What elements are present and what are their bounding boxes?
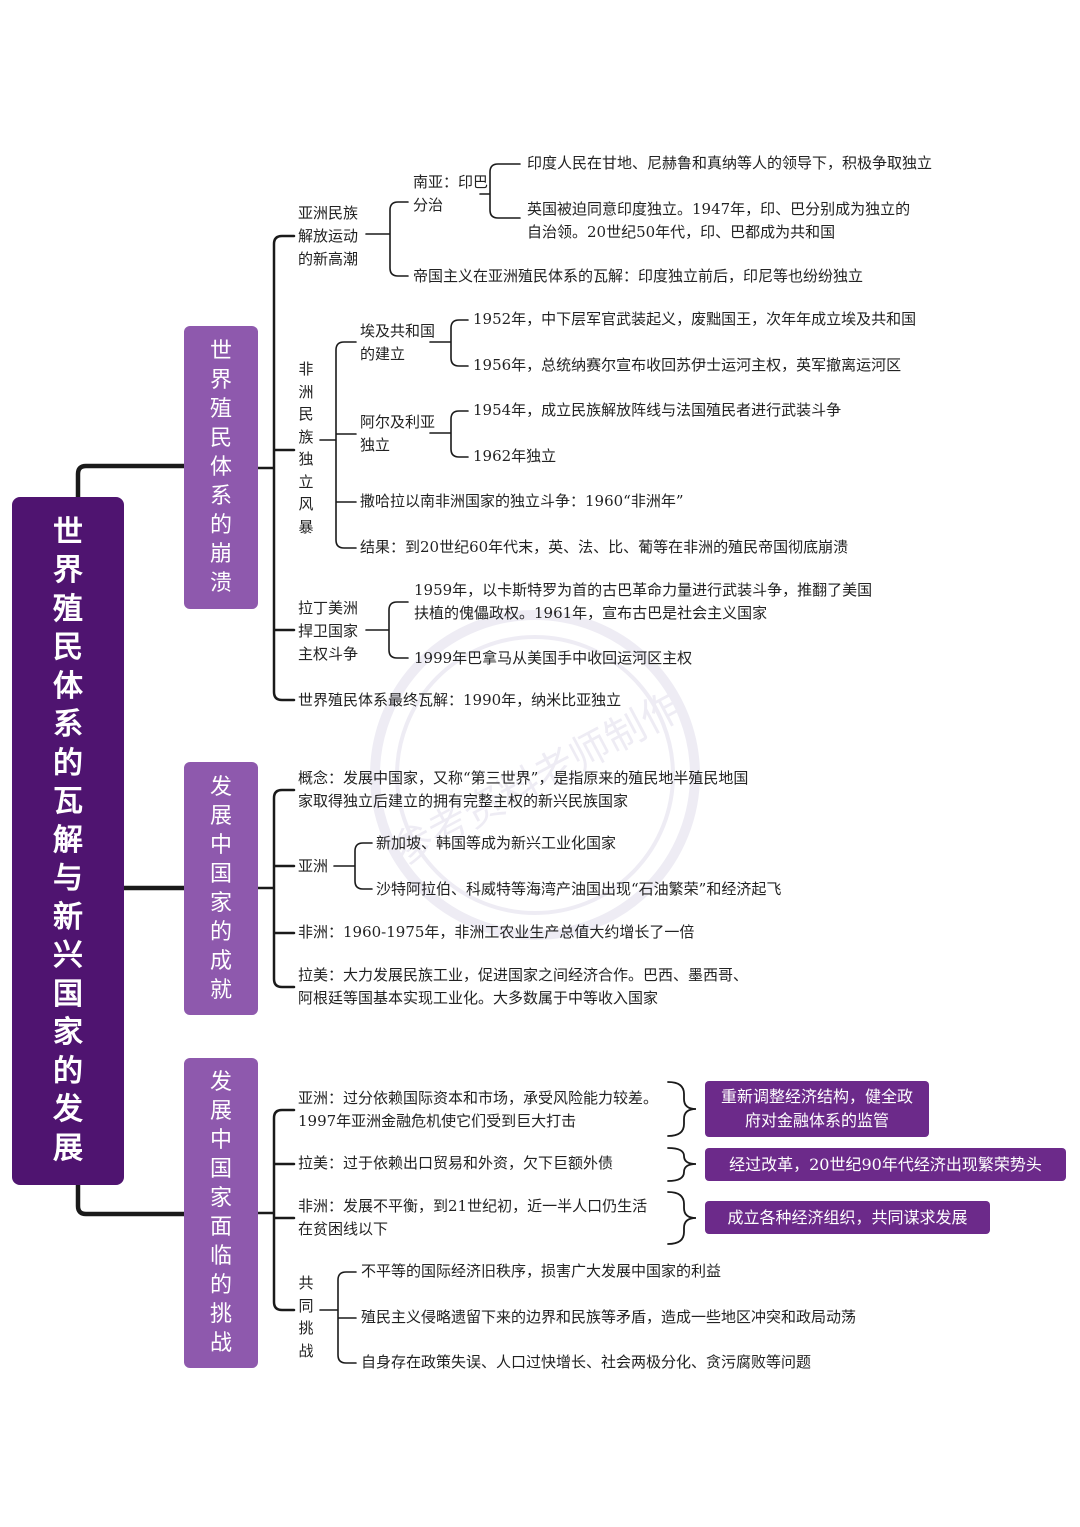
section-achievements-box: 发展中国家的成就	[184, 762, 258, 1015]
south-asia-item-2: 英国被迫同意印度独立。1947年，印、巴分别成为独立的自治领。20世纪50年代，…	[527, 200, 911, 241]
egypt-connector	[429, 319, 469, 367]
section3-connector	[256, 1108, 296, 1312]
asia-liberation-connector	[365, 201, 409, 277]
latin-item-2: 1999年巴拿马从美国手中收回运河区主权	[414, 649, 693, 667]
egypt-label: 埃及共和国的建立	[360, 322, 436, 363]
sahara-text: 撒哈拉以南非洲国家的独立斗争：1960“非洲年”	[360, 492, 684, 510]
section-achievements-title: 发展中国家的成就	[209, 774, 232, 1003]
egypt-item-1: 1952年，中下层军官武装起义，废黜国王，次年年成立埃及共和国	[473, 310, 917, 328]
latin-connector	[365, 601, 409, 659]
asia-achieve-item-2: 沙特阿拉伯、科威特等海湾产油国出现“石油繁荣”和经济起飞	[376, 880, 782, 898]
section-challenges-box: 发展中国家面临的挑战	[184, 1058, 258, 1368]
common-item-3: 自身存在政策失误、人口过快增长、社会两极分化、贪污腐败等问题	[361, 1353, 812, 1371]
challenge-asia-text: 亚洲：过分依赖国际资本和市场，承受风险能力较差。1997年亚洲金融危机使它们受到…	[298, 1089, 659, 1130]
common-item-1: 不平等的国际经济旧秩序，损害广大发展中国家的利益	[361, 1262, 722, 1280]
common-item-2: 殖民主义侵略遗留下来的边界和民族等矛盾，造成一些地区冲突和政局动荡	[361, 1308, 857, 1326]
latin-achieve-text: 拉美：大力发展民族工业，促进国家之间经济合作。巴西、墨西哥、阿根廷等国基本实现工…	[298, 966, 749, 1007]
solution-asia-brace	[667, 1081, 697, 1137]
asia-achieve-connector	[333, 842, 373, 890]
asia-collapse-text: 帝国主义在亚洲殖民体系的瓦解：印度独立前后，印尼等也纷纷独立	[413, 267, 864, 285]
challenge-africa-text: 非洲：发展不平衡，到21世纪初，近一半人口仍生活在贫困线以下	[298, 1197, 648, 1238]
solution-africa-text: 成立各种经济组织，共同谋求发展	[727, 1207, 968, 1227]
south-asia-connector	[479, 163, 521, 219]
algeria-connector	[429, 410, 469, 458]
solution-latin-text: 经过改革，20世纪90年代经济出现繁荣势头	[729, 1154, 1042, 1174]
solution-asia-text: 重新调整经济结构，健全政府对金融体系的监管	[720, 1087, 913, 1130]
concept-text: 概念：发展中国家，又称“第三世界”，是指原来的殖民地半殖民地国家取得独立后建立的…	[298, 769, 749, 810]
solution-africa-box: 成立各种经济组织，共同谋求发展	[705, 1201, 990, 1234]
algeria-item-1: 1954年，成立民族解放阵线与法国殖民者进行武装斗争	[473, 401, 842, 419]
final-collapse-text: 世界殖民体系最终瓦解：1990年，纳米比亚独立	[298, 691, 622, 709]
section-challenges-title: 发展中国家面临的挑战	[209, 1070, 232, 1356]
africa-result-text: 结果：到20世纪60年代末，英、法、比、葡等在非洲的殖民帝国彻底崩溃	[360, 538, 849, 556]
section-collapse-box: 世界殖民体系的崩溃	[184, 326, 258, 609]
solution-latin-box: 经过改革，20世纪90年代经济出现繁荣势头	[705, 1148, 1066, 1181]
section1-connector	[256, 234, 296, 702]
root-connector	[75, 463, 187, 1217]
root-title-box: 世界殖民体系的瓦解与新兴国家的发展	[12, 497, 124, 1185]
south-asia-item-1: 印度人民在甘地、尼赫鲁和真纳等人的领导下，积极争取独立	[527, 154, 933, 172]
common-connector	[319, 1271, 357, 1364]
algeria-label: 阿尔及利亚独立	[360, 413, 436, 454]
south-asia-label: 南亚：印巴分治	[413, 173, 489, 214]
section2-connector	[256, 788, 296, 989]
africa-storm-label: 非洲民族独立风暴	[298, 360, 314, 536]
solution-asia-box: 重新调整经济结构，健全政府对金融体系的监管	[705, 1081, 929, 1137]
root-title: 世界殖民体系的瓦解与新兴国家的发展	[53, 514, 83, 1166]
asia-liberation-label: 亚洲民族解放运动的新高潮	[298, 204, 359, 268]
asia-achieve-label: 亚洲	[298, 857, 329, 875]
section-collapse-title: 世界殖民体系的崩溃	[209, 339, 232, 596]
algeria-item-2: 1962年独立	[473, 447, 557, 465]
egypt-item-2: 1956年，总统纳赛尔宣布收回苏伊士运河主权，英军撤离运河区	[473, 356, 902, 374]
asia-achieve-item-1: 新加坡、韩国等成为新兴工业化国家	[376, 834, 617, 852]
africa-connector	[319, 341, 357, 549]
solution-latin-brace	[667, 1147, 697, 1182]
common-challenges-label: 共同挑战	[298, 1274, 314, 1360]
solution-africa-brace	[667, 1191, 697, 1245]
latin-america-label: 拉丁美洲捍卫国家主权斗争	[298, 599, 359, 663]
challenge-latin-text: 拉美：过于依赖出口贸易和外资，欠下巨额外债	[298, 1154, 614, 1172]
latin-item-1: 1959年，以卡斯特罗为首的古巴革命力量进行武装斗争，推翻了美国扶植的傀儡政权。…	[414, 581, 873, 622]
africa-achieve-text: 非洲：1960-1975年，非洲工农业生产总值大约增长了一倍	[298, 923, 695, 941]
